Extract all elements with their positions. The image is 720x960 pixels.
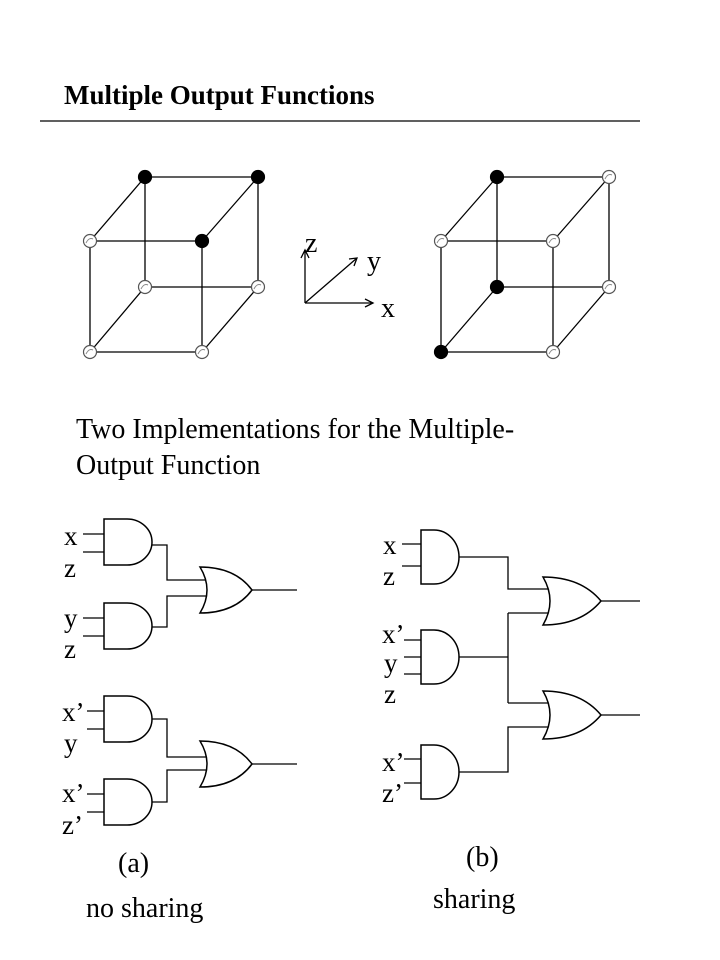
and-gate (420, 529, 460, 585)
axis-z-label: z (305, 228, 317, 259)
right-cube (433, 169, 617, 360)
circuit-b-sublabel: sharing (433, 884, 515, 915)
empty-vertex (82, 344, 98, 360)
empty-vertex (601, 279, 617, 295)
empty-vertex (250, 279, 266, 295)
and-gate (103, 695, 153, 743)
input-label: x’ (62, 697, 85, 727)
empty-vertex (601, 169, 617, 185)
axis-indicator: z y x (300, 228, 395, 324)
or-gate (541, 690, 602, 740)
input-label: x’ (382, 747, 405, 777)
circuit-a-sublabel: no sharing (86, 893, 203, 924)
input-label: z’ (382, 778, 403, 808)
axis-y-label: y (367, 246, 381, 277)
circuit-a: x z y z x’ y x’ z’ (a) no sharing (62, 518, 297, 924)
empty-vertex (545, 344, 561, 360)
input-label: x (383, 530, 397, 560)
circuit-b: x z x’ y z x’ z’ (b) sharing (382, 529, 640, 915)
input-label: z (383, 561, 395, 591)
left-cube (82, 169, 266, 360)
filled-vertex (137, 169, 153, 185)
input-label: y (384, 648, 398, 678)
and-gate (103, 518, 153, 566)
input-label: x’ (62, 778, 85, 808)
input-label: y (64, 728, 78, 758)
or-gate (198, 740, 253, 788)
input-label: z (64, 553, 76, 583)
filled-vertex (433, 344, 449, 360)
empty-vertex (433, 233, 449, 249)
empty-vertex (545, 233, 561, 249)
filled-vertex (194, 233, 210, 249)
and-gate (103, 602, 153, 650)
or-gate (198, 566, 253, 614)
empty-vertex (82, 233, 98, 249)
input-label: z (64, 634, 76, 664)
and-gate (420, 629, 460, 685)
circuit-b-label: (b) (466, 842, 499, 873)
input-label: x’ (382, 619, 405, 649)
caption-line-2: Output Function (76, 450, 260, 481)
circuit-a-label: (a) (118, 848, 149, 879)
input-label: y (64, 603, 78, 633)
empty-vertex (194, 344, 210, 360)
and-gate (420, 744, 460, 800)
filled-vertex (489, 279, 505, 295)
input-label: x (64, 521, 78, 551)
empty-vertex (137, 279, 153, 295)
input-label: z’ (62, 810, 83, 840)
filled-vertex (250, 169, 266, 185)
or-gate (541, 576, 602, 626)
filled-vertex (489, 169, 505, 185)
and-gate (103, 778, 153, 826)
axis-x-label: x (381, 293, 395, 324)
input-label: z (384, 679, 396, 709)
caption-line-1: Two Implementations for the Multiple- (76, 414, 514, 445)
page-title: Multiple Output Functions (64, 80, 375, 110)
